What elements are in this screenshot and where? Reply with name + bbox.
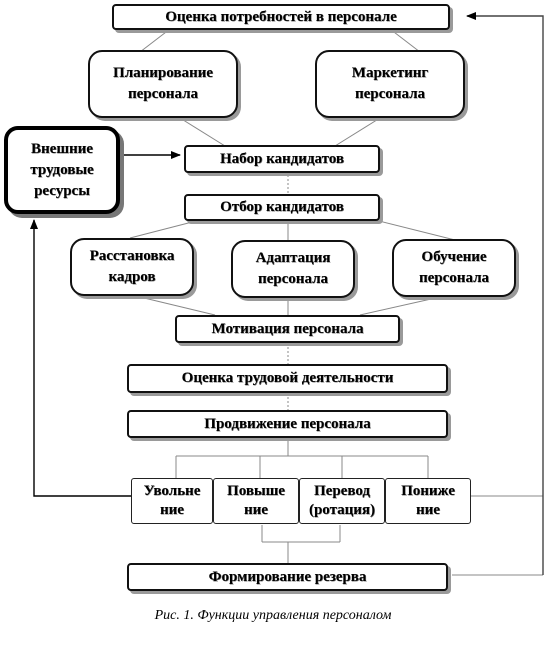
adaptation-box: Адаптация персонала — [231, 240, 355, 298]
needs-assessment-box: Оценка потребностей в персонале — [112, 4, 450, 30]
arrow-dismissal-external — [30, 219, 133, 497]
training-label-1: Обучение — [421, 249, 487, 265]
training-box: Обучение персонала — [392, 239, 516, 297]
raise-label-1: Повыше — [227, 483, 285, 499]
transfer-label-1: Перевод — [314, 483, 370, 499]
raise-box: Повыше ние — [213, 478, 299, 524]
line-needs-marketing — [389, 28, 421, 53]
placement-box: Расстановка кадров — [70, 238, 194, 296]
raise-label-2: ние — [244, 502, 268, 518]
external-label-2: трудовые — [30, 161, 94, 178]
placement-label-2: кадров — [108, 269, 156, 285]
adaptation-label-1: Адаптация — [255, 250, 331, 266]
performance-label: Оценка трудовой деятельности — [181, 370, 394, 386]
dismissal-box: Увольне ние — [131, 478, 213, 524]
demotion-label-1: Пониже — [401, 483, 455, 499]
line-selection-training — [374, 219, 456, 241]
line-placement-motivation — [139, 296, 216, 316]
planning-box: Планирование персонала — [88, 50, 238, 118]
selection-box: Отбор кандидатов — [184, 194, 380, 221]
promotion-label: Продвижение персонала — [204, 415, 371, 432]
promotion-box: Продвижение персонала — [127, 410, 448, 438]
figure-caption: Рис. 1. Функции управления персоналом — [154, 608, 392, 623]
motivation-label: Мотивация персонала — [211, 320, 364, 337]
reserve-box: Формирование резерва — [127, 563, 448, 591]
planning-label-2: персонала — [128, 86, 198, 102]
line-planning-recruitment — [179, 117, 226, 147]
transfer-box: Перевод (ротация) — [299, 478, 385, 524]
adaptation-label-2: персонала — [258, 271, 328, 287]
recruitment-box: Набор кандидатов — [184, 145, 380, 173]
performance-box: Оценка трудовой деятельности — [127, 364, 448, 393]
line-needs-planning — [139, 28, 171, 53]
transfer-label-2: (ротация) — [308, 502, 376, 518]
arrow-feedback-needs — [466, 12, 544, 575]
marketing-label-2: персонала — [355, 86, 425, 102]
training-label-2: персонала — [419, 270, 489, 286]
demotion-box: Пониже ние — [385, 478, 471, 524]
line-training-motivation — [359, 296, 441, 316]
marketing-label-1: Маркетинг — [351, 65, 429, 81]
planning-label-1: Планирование — [113, 65, 213, 81]
demotion-label-2: ние — [416, 502, 440, 518]
selection-label: Отбор кандидатов — [220, 199, 344, 215]
dismissal-label-2: ние — [160, 502, 184, 518]
external-label-3: ресурсы — [34, 182, 90, 199]
motivation-box: Мотивация персонала — [175, 315, 400, 343]
line-selection-placement — [129, 219, 201, 239]
external-label-1: Внешние — [31, 140, 93, 157]
line-marketing-recruitment — [334, 117, 381, 147]
needs-assessment-label: Оценка потребностей в персонале — [165, 8, 397, 25]
reserve-label: Формирование резерва — [208, 568, 367, 585]
external-resources-box: Внешние трудовые ресурсы — [4, 126, 120, 214]
marketing-box: Маркетинг персонала — [315, 50, 465, 118]
placement-label-1: Расстановка — [89, 248, 175, 264]
recruitment-label: Набор кандидатов — [220, 150, 344, 167]
dismissal-label-1: Увольне — [143, 483, 201, 499]
